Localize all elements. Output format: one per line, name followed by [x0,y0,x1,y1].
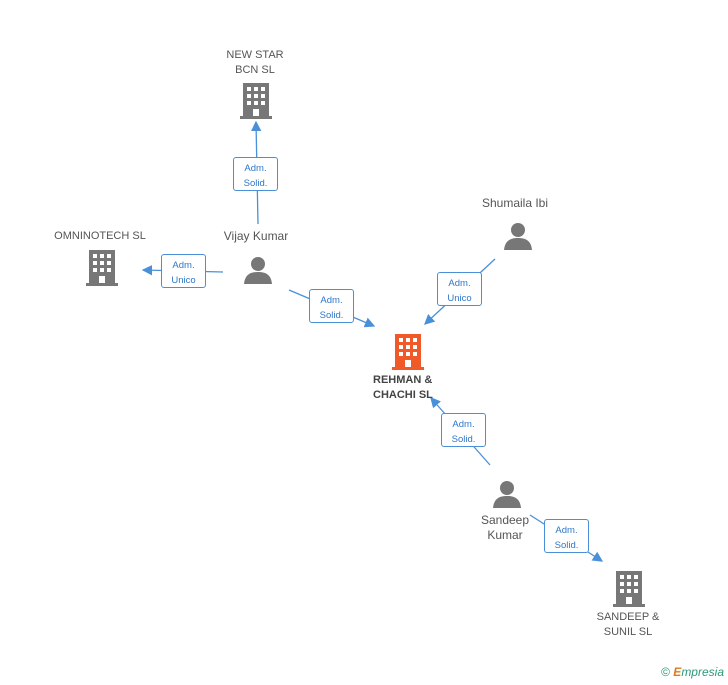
edge-label-sandeep-sandeep-sunil[interactable]: Adm. Solid. [544,519,589,553]
brand-logo-text: mpresia [681,665,724,679]
brand-logo-letter: E [673,665,682,679]
edge-label-sandeep-rehman[interactable]: Adm. Solid. [441,413,486,447]
brand-watermark: © Empresia [661,665,724,679]
building-icon[interactable] [392,334,424,370]
node-label-vijay[interactable]: Vijay Kumar [223,229,289,243]
node-label-omninotech[interactable]: OMNINOTECH SL [54,230,146,242]
person-icon[interactable] [503,221,533,251]
node-label-new-star[interactable]: NEW STAR BCN SL [226,49,284,76]
edge-label-vijay-omninotech[interactable]: Adm. Unico [161,254,206,288]
building-icon[interactable] [86,250,118,286]
edge-label-vijay-new-star[interactable]: Adm. Solid. [233,157,278,191]
copyright-icon: © [661,665,670,679]
node-label-shumaila[interactable]: Shumaila Ibi [481,196,549,210]
edge-label-vijay-rehman[interactable]: Adm. Solid. [309,289,354,323]
building-icon[interactable] [240,83,272,119]
node-label-sandeep-sunil[interactable]: SANDEEP & SUNIL SL [596,611,660,638]
node-label-sandeep[interactable]: Sandeep Kumar [480,513,530,542]
person-icon[interactable] [243,255,273,285]
person-icon[interactable] [492,479,522,509]
edge-label-shumaila-rehman[interactable]: Adm. Unico [437,272,482,306]
node-label-rehman[interactable]: REHMAN & CHACHI SL [373,374,433,401]
building-icon[interactable] [613,571,645,607]
